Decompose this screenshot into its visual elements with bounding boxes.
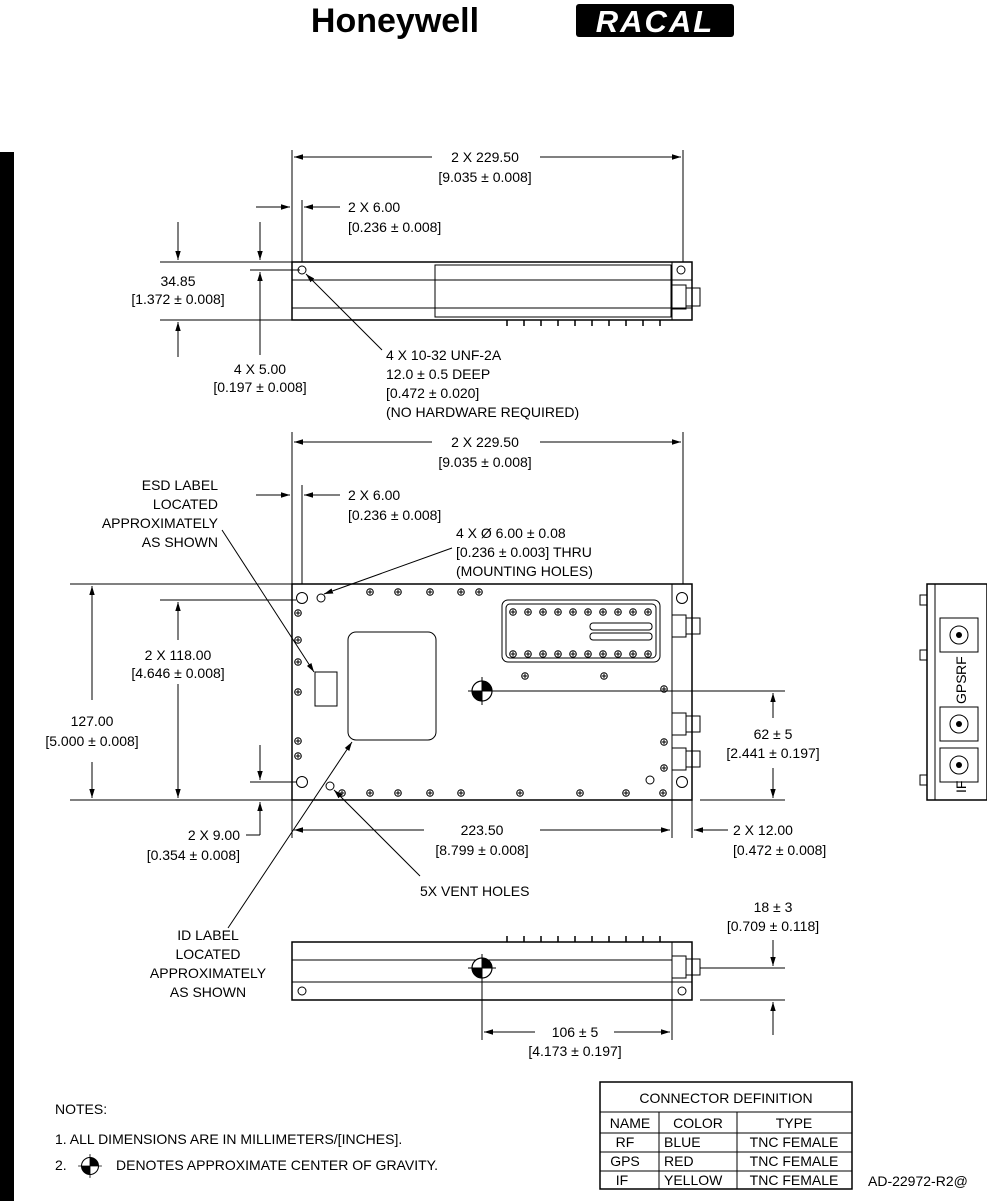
- side-view: ID LABEL LOCATED APPROXIMATELY AS SHOWN …: [150, 899, 819, 1059]
- table-cell: GPS: [610, 1153, 640, 1169]
- svg-text:2 X 118.00: 2 X 118.00: [145, 647, 212, 663]
- svg-text:2.: 2.: [55, 1157, 67, 1173]
- svg-text:(NO HARDWARE REQUIRED): (NO HARDWARE REQUIRED): [386, 404, 579, 420]
- svg-text:[0.472 ± 0.008]: [0.472 ± 0.008]: [733, 842, 826, 858]
- svg-text:34.85: 34.85: [160, 273, 195, 289]
- svg-text:5X VENT HOLES: 5X VENT HOLES: [420, 883, 529, 899]
- svg-text:[2.441 ± 0.197]: [2.441 ± 0.197]: [726, 745, 819, 761]
- svg-text:RACAL: RACAL: [596, 4, 715, 39]
- racal-logo: RACAL: [576, 4, 734, 39]
- svg-text:4 X 5.00: 4 X 5.00: [234, 361, 286, 377]
- svg-text:ID LABEL: ID LABEL: [177, 927, 239, 943]
- svg-text:4 X 10-32 UNF-2A: 4 X 10-32 UNF-2A: [386, 347, 502, 363]
- svg-text:[0.472 ± 0.020]: [0.472 ± 0.020]: [386, 385, 479, 401]
- mounting-hole-icon: [296, 592, 308, 604]
- plan-view: 2 X 229.50 [9.035 ± 0.008] 2 X 6.00 [0.2…: [45, 432, 826, 929]
- svg-text:GPS: GPS: [953, 674, 969, 704]
- svg-text:[8.799 ± 0.008]: [8.799 ± 0.008]: [435, 842, 528, 858]
- svg-text:[0.236 ± 0.003] THRU: [0.236 ± 0.003] THRU: [456, 544, 592, 560]
- svg-text:[0.354 ± 0.008]: [0.354 ± 0.008]: [147, 847, 240, 863]
- mounting-hole-icon: [676, 592, 688, 604]
- end-view: GPS RF IF: [919, 583, 987, 801]
- svg-text:APPROXIMATELY: APPROXIMATELY: [102, 515, 219, 531]
- svg-text:[0.709 ± 0.118]: [0.709 ± 0.118]: [727, 918, 819, 934]
- table-title: CONNECTOR DEFINITION: [639, 1090, 812, 1106]
- connector-icon: [671, 955, 687, 979]
- table-header: NAME: [610, 1115, 650, 1131]
- svg-text:2 X 12.00: 2 X 12.00: [733, 822, 793, 838]
- svg-text:[4.173 ± 0.197]: [4.173 ± 0.197]: [528, 1043, 621, 1059]
- table-cell: RF: [616, 1134, 635, 1150]
- svg-text:223.50: 223.50: [461, 822, 504, 838]
- table-cell: TNC FEMALE: [750, 1134, 839, 1150]
- table-cell: BLUE: [664, 1134, 701, 1150]
- center-of-gravity-icon: [77, 1153, 103, 1179]
- svg-text:[0.236 ± 0.008]: [0.236 ± 0.008]: [348, 219, 441, 235]
- connector-table: CONNECTOR DEFINITION NAME COLOR TYPE RF …: [599, 1081, 853, 1190]
- svg-text:AS SHOWN: AS SHOWN: [142, 534, 218, 550]
- mounting-hole-icon: [677, 986, 687, 996]
- table-header: COLOR: [673, 1115, 723, 1131]
- table-header: TYPE: [776, 1115, 813, 1131]
- connector-icon: [939, 617, 979, 783]
- top-view: 2 X 229.50 [9.035 ± 0.008] 2 X 6.00 [0.2…: [131, 149, 701, 420]
- svg-text:IF: IF: [953, 781, 969, 793]
- svg-text:[9.035 ± 0.008]: [9.035 ± 0.008]: [438, 169, 531, 185]
- svg-text:2 X 6.00: 2 X 6.00: [348, 487, 400, 503]
- honeywell-logo: Honeywell: [311, 2, 479, 40]
- svg-text:2 X 229.50: 2 X 229.50: [451, 149, 519, 165]
- svg-text:18 ± 3: 18 ± 3: [754, 899, 793, 915]
- vent-hole-icon: [325, 781, 335, 791]
- svg-text:APPROXIMATELY: APPROXIMATELY: [150, 965, 267, 981]
- svg-text:[5.000 ± 0.008]: [5.000 ± 0.008]: [45, 733, 138, 749]
- svg-text:12.0 ± 0.5 DEEP: 12.0 ± 0.5 DEEP: [386, 366, 490, 382]
- svg-text:[1.372 ± 0.008]: [1.372 ± 0.008]: [131, 291, 224, 307]
- svg-text:2 X 9.00: 2 X 9.00: [188, 827, 240, 843]
- svg-text:[0.197 ± 0.008]: [0.197 ± 0.008]: [213, 379, 306, 395]
- svg-text:AS SHOWN: AS SHOWN: [170, 984, 246, 1000]
- svg-text:[4.646 ± 0.008]: [4.646 ± 0.008]: [131, 665, 224, 681]
- mounting-hole-icon: [296, 776, 308, 788]
- mounting-hole-icon: [676, 265, 686, 275]
- center-of-gravity-icon: [467, 953, 497, 983]
- drawing-number: AD-22972-R2@: [868, 1173, 968, 1189]
- svg-text:2 X 6.00: 2 X 6.00: [348, 199, 400, 215]
- svg-text:ESD LABEL: ESD LABEL: [142, 477, 218, 493]
- svg-text:[0.236 ± 0.008]: [0.236 ± 0.008]: [348, 507, 441, 523]
- svg-text:LOCATED: LOCATED: [175, 946, 240, 962]
- svg-text:(MOUNTING HOLES): (MOUNTING HOLES): [456, 563, 593, 579]
- table-cell: TNC FEMALE: [750, 1153, 839, 1169]
- notes: NOTES: 1. ALL DIMENSIONS ARE IN MILLIMET…: [55, 1101, 438, 1179]
- svg-text:2 X 229.50: 2 X 229.50: [451, 434, 519, 450]
- svg-text:DENOTES APPROXIMATE CENTER OF: DENOTES APPROXIMATE CENTER OF GRAVITY.: [116, 1157, 438, 1173]
- vent-hole-icon: [316, 593, 326, 603]
- svg-text:62 ± 5: 62 ± 5: [754, 726, 793, 742]
- id-label-area: [347, 631, 437, 741]
- connector-icon: [671, 284, 687, 310]
- table-cell: IF: [616, 1172, 628, 1188]
- vent-hole-icon: [645, 775, 655, 785]
- table-cell: RED: [664, 1153, 694, 1169]
- mounting-hole-icon: [676, 776, 688, 788]
- mounting-hole-icon: [297, 986, 307, 996]
- connector-bank: [501, 599, 661, 663]
- svg-text:[9.035 ± 0.008]: [9.035 ± 0.008]: [438, 454, 531, 470]
- svg-text:127.00: 127.00: [71, 713, 114, 729]
- svg-text:LOCATED: LOCATED: [153, 496, 218, 512]
- esd-label-area: [314, 671, 338, 707]
- sheet-border: [0, 152, 14, 1201]
- table-cell: YELLOW: [664, 1172, 723, 1188]
- svg-text:4 X Ø 6.00 ± 0.08: 4 X Ø 6.00 ± 0.08: [456, 525, 566, 541]
- table-cell: TNC FEMALE: [750, 1172, 839, 1188]
- svg-text:RF: RF: [953, 656, 969, 675]
- connector-icon: [671, 614, 701, 771]
- svg-text:NOTES:: NOTES:: [55, 1101, 107, 1117]
- svg-text:106 ± 5: 106 ± 5: [552, 1024, 599, 1040]
- svg-text:1. ALL DIMENSIONS ARE IN MILL: 1. ALL DIMENSIONS ARE IN MILLIMETERS/[IN…: [55, 1131, 402, 1147]
